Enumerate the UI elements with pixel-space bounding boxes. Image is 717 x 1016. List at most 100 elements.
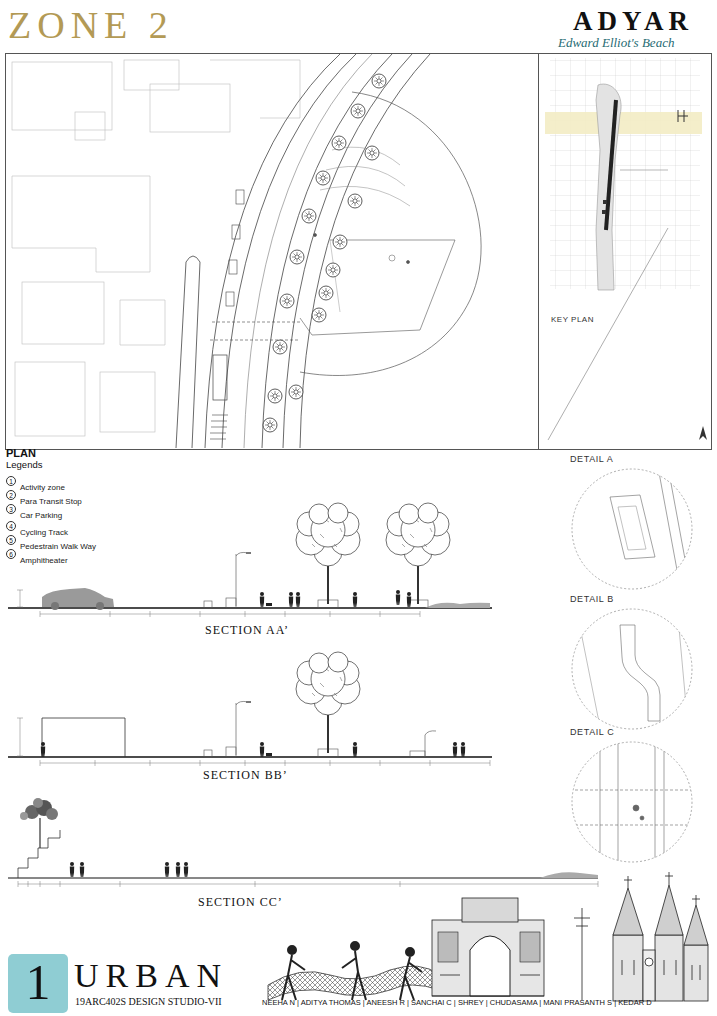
section-cc [540, 872, 598, 878]
plan-trees [319, 286, 333, 300]
arch-monument [432, 975, 544, 996]
context-buildings [150, 84, 230, 132]
context-buildings [120, 300, 165, 345]
section-aa [260, 592, 264, 607]
section-aa [40, 611, 420, 617]
fishermen-sketch [351, 942, 359, 950]
plan-trees [268, 389, 282, 403]
section-cc [18, 830, 60, 878]
sheet-frame [6, 54, 712, 450]
key-plan-map [602, 210, 606, 214]
road-network [232, 225, 240, 239]
section-cc [80, 862, 84, 877]
section-aa [396, 590, 400, 605]
section-aa [236, 552, 251, 606]
church-sketch [613, 888, 643, 935]
section-aa [425, 603, 490, 608]
detail-circle: DETAIL A [560, 455, 717, 595]
detail-drawing [560, 728, 710, 868]
context-buildings [12, 62, 112, 130]
church-sketch [655, 935, 683, 1001]
legend-entry: Pedestrain Walk Way [20, 536, 96, 552]
section-bb [296, 652, 360, 753]
key-plan-map [596, 84, 621, 290]
section-cc [8, 878, 598, 879]
road-network [176, 256, 200, 448]
context-buildings [75, 112, 105, 140]
amphitheater [314, 234, 317, 237]
road-network [226, 292, 234, 306]
plan-trees [312, 308, 326, 322]
section-cc [184, 862, 188, 877]
church-sketch [684, 905, 708, 945]
key-plan-map [699, 426, 707, 440]
road-network [222, 54, 356, 448]
road-network [213, 355, 227, 400]
section-bb [8, 652, 492, 766]
detail-outline [572, 469, 692, 589]
arch-monument [432, 898, 544, 996]
section-bb [17, 718, 23, 756]
callout-number: 6 [6, 549, 16, 559]
detail-lines [610, 467, 692, 595]
section-title: SECTION AA’ [205, 624, 289, 636]
section-bb [226, 747, 236, 757]
section-aa [51, 602, 59, 610]
legend-entry: Activity zone [20, 477, 65, 493]
section-bb [266, 753, 272, 756]
plan-trees [333, 235, 347, 249]
legend-text: Pedestrain Walk Way [20, 542, 96, 551]
arch-monument [470, 936, 510, 996]
key-plan-map [603, 200, 607, 204]
site-name: Edward Elliot's Beach [558, 36, 674, 49]
road-network [300, 54, 430, 448]
section-cc [165, 862, 169, 877]
fishermen-sketch [406, 948, 414, 956]
sheet-number: 1 [8, 954, 68, 1010]
sheet-frame [6, 53, 712, 450]
section-aa [296, 592, 300, 607]
section-bb [453, 742, 457, 757]
plan-trees [372, 74, 386, 88]
section-bb [461, 742, 465, 757]
road-network [210, 415, 228, 439]
detail-outline [572, 609, 692, 729]
legend-entry: Car Parking [20, 505, 62, 521]
key-plan-map [550, 58, 700, 289]
section-aa [17, 590, 23, 607]
section-aa [96, 602, 104, 610]
church-sketch [613, 935, 643, 1001]
church-sketch [622, 960, 700, 980]
section-bb [236, 701, 251, 755]
legend-text: Car Parking [20, 511, 62, 520]
plan-trees [280, 294, 294, 308]
arch-monument [520, 932, 540, 962]
fishermen-sketch [282, 955, 305, 1000]
section-bb [40, 760, 490, 766]
section-bb [353, 742, 357, 757]
plan-trees [351, 104, 365, 118]
section-aa [289, 592, 293, 607]
key-plan-map [620, 170, 668, 171]
plan-trees [332, 136, 346, 150]
callout-number: 3 [6, 504, 16, 514]
detail-drawing [560, 595, 710, 733]
section-title: SECTION BB’ [203, 769, 288, 781]
section-aa [407, 592, 411, 607]
arch-monument [462, 898, 518, 922]
fishermen-sketch [288, 946, 296, 954]
context-buildings [22, 282, 104, 344]
detail-lines [580, 617, 688, 727]
key-plan-map [678, 110, 688, 122]
context-buildings [12, 176, 150, 272]
plan-trees [326, 263, 340, 277]
legend-entry: Cycling Track [20, 522, 68, 538]
amphitheater [389, 255, 395, 261]
section-title: SECTION CC’ [198, 896, 283, 908]
legend-text: Amphitheater [20, 556, 68, 565]
detail-circle: DETAIL C [560, 728, 717, 868]
context-buildings [100, 372, 155, 432]
context-buildings [124, 60, 179, 90]
